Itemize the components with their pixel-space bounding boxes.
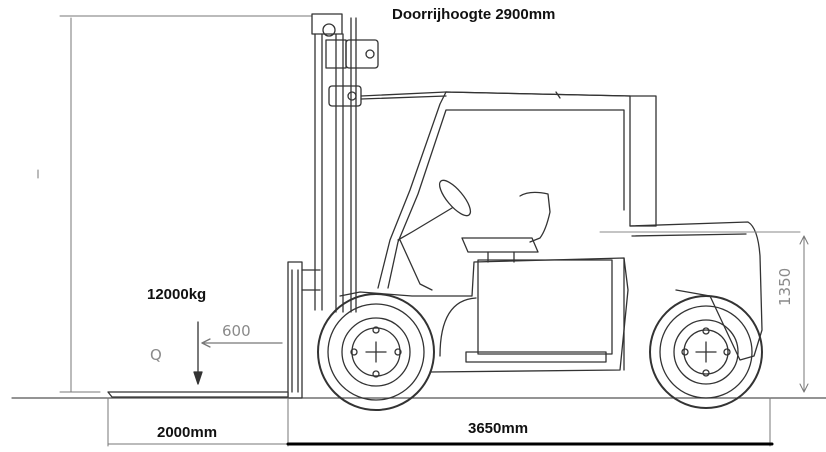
steering-wheel [397, 179, 472, 291]
fork-carriage [107, 261, 321, 399]
load-arrow [193, 321, 283, 385]
rear-wheel [649, 295, 763, 409]
seat-height-label: 1350 [776, 267, 794, 306]
load-center-label: 600 [222, 322, 251, 340]
bottom-dimensions [107, 397, 771, 447]
overall-height-dimension [37, 15, 313, 393]
operator-seat [461, 191, 613, 355]
load-symbol-label: Q [150, 346, 162, 364]
counterweight [599, 221, 801, 361]
front-wheel [317, 293, 435, 411]
clearance-height-label: Doorrijhoogte 2900mm [392, 6, 556, 23]
body-length-label: 3650mm [468, 420, 529, 437]
overhead-guard [377, 91, 657, 289]
capacity-label: 12000kg [147, 286, 207, 303]
chassis [339, 257, 629, 373]
mast [311, 13, 447, 313]
seat-height-dimension [799, 235, 809, 393]
fork-length-label: 2000mm [157, 424, 218, 441]
